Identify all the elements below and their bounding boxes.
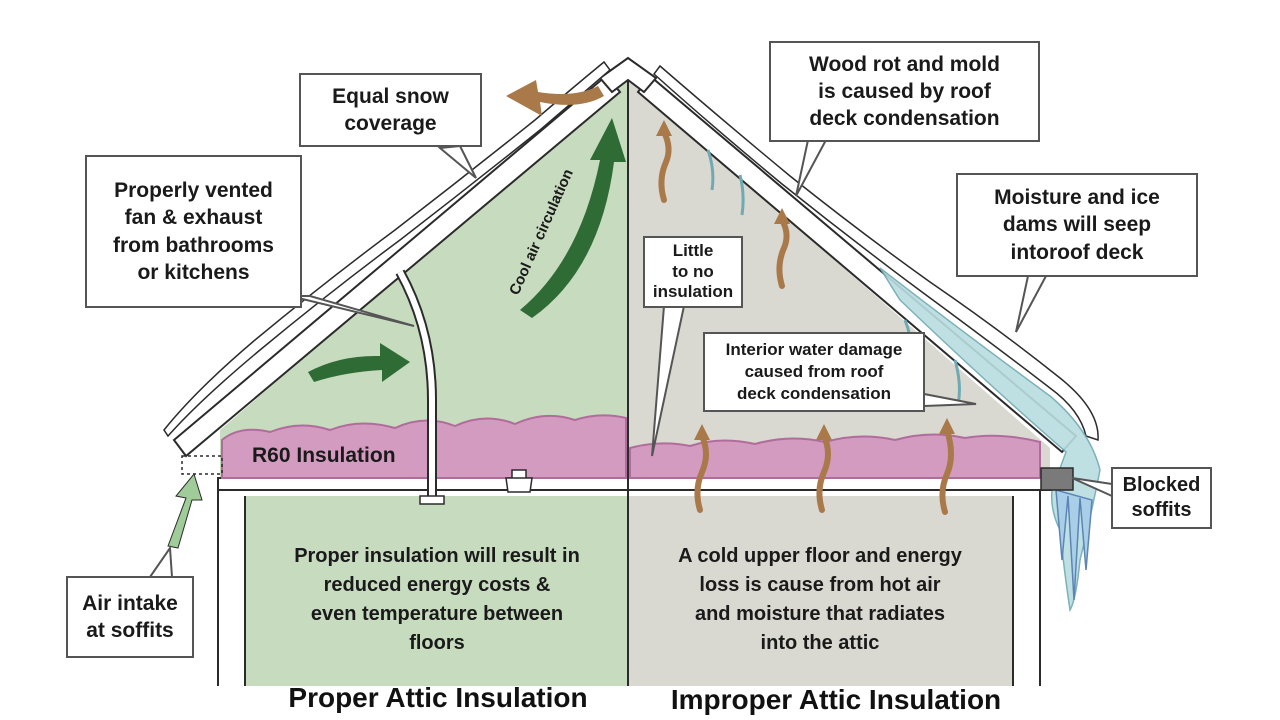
moisture-pointer [1015, 275, 1048, 333]
vent-callout-line: from bathrooms [112, 233, 274, 257]
warm-arrow-3 [939, 427, 954, 515]
air-intake-callout: Air intake at soffits [66, 576, 194, 658]
vent-callout-line: Properly vented [114, 178, 273, 202]
intake-callout-line: at soffits [86, 619, 174, 642]
improper-room [628, 496, 1013, 686]
proper-body-line: reduced energy costs & [323, 574, 551, 596]
blocked-callout-line: Blocked [1122, 474, 1201, 496]
little-callout-line: Little [672, 241, 714, 261]
condensation-drips [706, 149, 961, 406]
proper-title: Proper Attic Insulation [288, 682, 588, 713]
snow-coverage-callout: Equal snow coverage [299, 73, 482, 147]
moisture-callout-line: dams will seep [1002, 213, 1152, 237]
improper-body-line: and moisture that radiates [694, 603, 946, 625]
woodrot-callout-line: deck condensation [809, 107, 1000, 131]
r60-insulation [221, 414, 627, 479]
left-snow [163, 60, 612, 438]
ice-dam [879, 267, 1101, 613]
proper-body-line: Proper insulation will result in [294, 545, 580, 567]
improper-body-line: loss is cause from hot air [699, 574, 941, 596]
moisture-callout-line: intoroof deck [1010, 240, 1144, 264]
blocked-soffit [1040, 467, 1074, 491]
warm-exhaust-arrow [506, 80, 604, 116]
icicles [1055, 488, 1093, 601]
left-roof-board [172, 74, 622, 458]
improper-body-line: into the attic [760, 632, 880, 654]
intake-pointer [148, 545, 174, 578]
warm-arrow-4 [658, 129, 672, 203]
vent-callout-line: fan & exhaust [124, 206, 263, 230]
air-intake-arrow [167, 472, 203, 549]
moisture-callout-line: Moisture and ice [994, 186, 1160, 210]
improper-body-line: A cold upper floor and energy [678, 545, 962, 567]
warm-arrow-1 [694, 433, 709, 513]
soffit-intake [181, 455, 223, 475]
snow-pointer [437, 144, 477, 179]
proper-room [245, 496, 628, 686]
proper-body-text: Proper insulation will result in reduced… [248, 542, 626, 658]
vent-pipe-inner [397, 270, 435, 500]
improper-title: Improper Attic Insulation [670, 684, 1002, 715]
warm-arrow-2 [816, 433, 831, 513]
interior-callout-line: deck condensation [737, 384, 891, 404]
woodrot-pointer [795, 139, 828, 197]
warm-arrow-5 [776, 217, 790, 289]
proper-body-line: floors [409, 632, 465, 654]
vent-callout-line: or kitchens [137, 260, 250, 284]
intake-callout-line: Air intake [82, 591, 178, 615]
interior-callout-line: caused from roof [744, 361, 884, 381]
moisture-callout: Moisture and ice dams will seep intoroof d… [956, 173, 1198, 277]
warm-arrow-heads [656, 120, 955, 440]
snow-callout-line: coverage [344, 112, 437, 135]
little-callout-line: insulation [652, 282, 734, 302]
improper-body-text: A cold upper floor and energy loss is ca… [630, 542, 1010, 658]
vent-base [419, 495, 445, 505]
interior-callout-line: Interior water damage [725, 339, 903, 359]
blocked-callout-line: soffits [1131, 499, 1192, 521]
wood-rot-callout: Wood rot and mold is caused by roof deck c… [769, 41, 1040, 142]
little-callout-line: to no [672, 261, 714, 281]
snow-callout-line: Equal snow [332, 84, 449, 108]
right-snow [652, 64, 1099, 442]
cool-air-arrow-rise [520, 118, 626, 318]
proper-attic-area [220, 80, 628, 480]
roof-ridge-cap [598, 56, 658, 94]
woodrot-callout-line: Wood rot and mold [809, 52, 1000, 76]
vent-callout: Properly vented fan & exhaust from bathroo… [85, 155, 302, 308]
woodrot-callout-line: is caused by roof [818, 79, 991, 103]
cool-air-arrow-side [308, 343, 410, 382]
r60-insulation-label: R60 Insulation [252, 444, 396, 467]
blocked-soffits-callout: Blocked soffits [1111, 467, 1212, 529]
proper-body-line: even temperature between [310, 603, 564, 625]
warm-arrows [658, 129, 954, 515]
ceiling-fixture [505, 469, 533, 493]
